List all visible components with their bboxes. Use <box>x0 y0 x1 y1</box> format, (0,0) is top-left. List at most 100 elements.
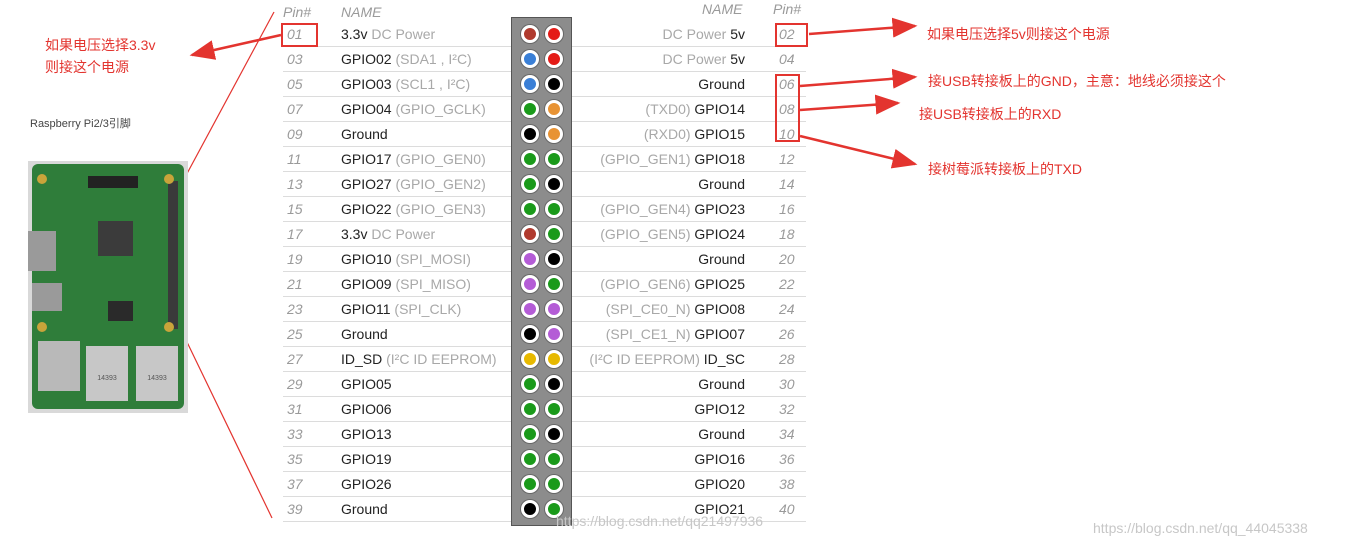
row-divider-right <box>572 321 806 322</box>
row-divider-left <box>283 246 511 247</box>
left-pin-number: 19 <box>287 251 303 267</box>
watermark-right: https://blog.csdn.net/qq_44045338 <box>1093 520 1308 536</box>
row-divider-right <box>572 46 806 47</box>
left-pin-main-label: ID_SD <box>341 351 383 367</box>
right-pin-function: (RXD0) <box>643 126 695 142</box>
left-pin-name: GPIO09 (SPI_MISO) <box>341 272 471 297</box>
pin-dot-odd <box>521 25 539 43</box>
right-pin-function: (GPIO_GEN1) <box>600 151 695 167</box>
pin-dot-odd <box>521 350 539 368</box>
left-pin-number: 21 <box>287 276 303 292</box>
right-pin-function: DC Power <box>662 26 731 42</box>
left-pin-function: (GPIO_GEN0) <box>391 151 486 167</box>
right-pin-name: Ground <box>698 372 745 397</box>
left-note: 如果电压选择3.3v 则接这个电源 <box>45 34 155 78</box>
right-pin-number: 22 <box>779 276 795 292</box>
row-divider-left <box>283 46 511 47</box>
left-pin-function: (GPIO_GEN3) <box>391 201 486 217</box>
right-pin-main-label: GPIO15 <box>694 126 745 142</box>
row-divider-right <box>572 496 806 497</box>
right-pin-number: 26 <box>779 326 795 342</box>
left-pin-main-label: GPIO19 <box>341 451 392 467</box>
row-divider-left <box>283 421 511 422</box>
right-pin-name: GPIO12 <box>694 397 745 422</box>
right-pin-function: (GPIO_GEN6) <box>600 276 695 292</box>
right-pin-name: DC Power 5v <box>663 22 745 47</box>
pin-dot-odd <box>521 150 539 168</box>
right-pin-number: 16 <box>779 201 795 217</box>
right-pin-main-label: ID_SC <box>703 351 745 367</box>
left-pin-main-label: GPIO09 <box>341 276 392 292</box>
row-divider-left <box>283 371 511 372</box>
left-pin-function: (SDA1 , I²C) <box>391 51 472 67</box>
left-pin-number: 05 <box>287 76 303 92</box>
right-pin-number: 04 <box>779 51 795 67</box>
row-divider-left <box>283 221 511 222</box>
row-divider-left <box>283 496 511 497</box>
right-pin-number: 36 <box>779 451 795 467</box>
pin-02-highlight <box>775 23 808 47</box>
right-pin-number: 28 <box>779 351 795 367</box>
pin08-note: 接USB转接板上的RXD <box>919 106 1062 122</box>
left-pin-number: 37 <box>287 476 303 492</box>
left-pin-name: GPIO05 <box>341 372 392 397</box>
left-pin-header: Pin# <box>283 4 312 20</box>
zoom-line-top <box>182 11 275 182</box>
pin-dot-odd <box>521 475 539 493</box>
row-divider-left <box>283 321 511 322</box>
pin-dot-odd <box>521 300 539 318</box>
right-pin-number: 14 <box>779 176 795 192</box>
right-pin-name: Ground <box>698 247 745 272</box>
row-divider-left <box>283 121 511 122</box>
right-pin-function: (SPI_CE1_N) <box>605 326 695 342</box>
right-pin-name: (SPI_CE1_N) GPIO07 <box>606 322 745 347</box>
left-pin-name: ID_SD (I²C ID EEPROM) <box>341 347 497 372</box>
left-pin-number: 27 <box>287 351 303 367</box>
right-pin-number: 30 <box>779 376 795 392</box>
left-pin-name: GPIO26 <box>341 472 392 497</box>
right-pin-main-label: Ground <box>698 176 745 192</box>
row-divider-right <box>572 371 806 372</box>
left-pin-number: 09 <box>287 126 303 142</box>
pin-dot-odd <box>521 500 539 518</box>
left-pin-number: 17 <box>287 226 303 242</box>
left-pin-main-label: Ground <box>341 326 388 342</box>
right-pin-number: 10 <box>779 126 795 142</box>
row-divider-right <box>572 471 806 472</box>
row-divider-right <box>572 271 806 272</box>
left-pin-name: Ground <box>341 122 388 147</box>
row-divider-right <box>572 521 806 522</box>
row-divider-right <box>572 121 806 122</box>
right-pin-number: 20 <box>779 251 795 267</box>
row-divider-left <box>283 96 511 97</box>
pin-dot-odd <box>521 225 539 243</box>
left-pin-function: (SPI_MOSI) <box>391 251 471 267</box>
right-pin-main-label: GPIO21 <box>694 501 745 517</box>
left-pin-number: 01 <box>287 26 303 42</box>
pin06-note: 接USB转接板上的GND，主意：地线必须接这个 <box>928 73 1226 89</box>
row-divider-right <box>572 171 806 172</box>
left-pin-function: (GPIO_GEN2) <box>391 176 486 192</box>
left-pin-main-label: 3.3v <box>341 226 368 242</box>
left-pin-main-label: GPIO05 <box>341 376 392 392</box>
board-chip-label-2: 14393 <box>147 375 167 382</box>
left-pin-number: 29 <box>287 376 303 392</box>
left-pin-function: (I²C ID EEPROM) <box>382 351 497 367</box>
right-pin-name: Ground <box>698 422 745 447</box>
row-divider-right <box>572 146 806 147</box>
left-pin-number: 03 <box>287 51 303 67</box>
pin-dot-odd <box>521 75 539 93</box>
pin-dot-odd <box>521 175 539 193</box>
right-pin-name: GPIO20 <box>694 472 745 497</box>
right-pin-main-label: GPIO25 <box>694 276 745 292</box>
left-pin-main-label: GPIO26 <box>341 476 392 492</box>
row-divider-left <box>283 521 511 522</box>
row-divider-left <box>283 171 511 172</box>
right-pin-function: (GPIO_GEN5) <box>600 226 695 242</box>
pin-dot-odd <box>521 325 539 343</box>
right-name-header: NAME <box>702 1 743 17</box>
row-divider-right <box>572 221 806 222</box>
pin10-note: 接树莓派转接板上的TXD <box>928 161 1082 177</box>
right-pin-main-label: GPIO24 <box>694 226 745 242</box>
right-pin-function: DC Power <box>662 51 731 67</box>
